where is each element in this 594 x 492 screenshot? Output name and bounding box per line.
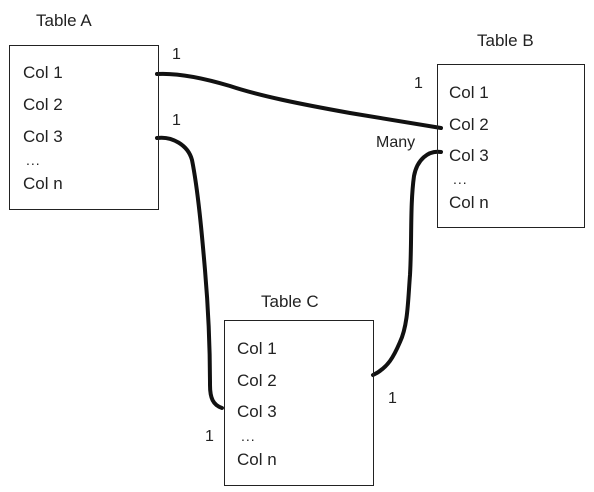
table-b-col-ellipsis: ... bbox=[453, 171, 468, 187]
table-b-col-3: Col 3 bbox=[449, 146, 489, 165]
table-a-col-ellipsis: ... bbox=[26, 152, 41, 168]
table-c-col-2: Col 2 bbox=[237, 371, 277, 390]
table-b: Col 1 Col 2 Col 3 ... Col n bbox=[437, 64, 585, 228]
table-c-col-3: Col 3 bbox=[237, 402, 277, 421]
table-c-col-1: Col 1 bbox=[237, 339, 277, 358]
table-c-col-ellipsis: ... bbox=[241, 428, 256, 444]
cardinality-a-col3: 1 bbox=[172, 112, 181, 129]
table-b-col-2: Col 2 bbox=[449, 115, 489, 134]
cardinality-c-col3-right: 1 bbox=[388, 390, 397, 407]
table-c-title: Table C bbox=[261, 292, 319, 311]
table-a-col-2: Col 2 bbox=[23, 95, 63, 114]
relationship-line-a-col3-to-c-col3 bbox=[155, 135, 224, 410]
table-b-title: Table B bbox=[477, 31, 534, 50]
table-a-col-3: Col 3 bbox=[23, 127, 63, 146]
table-b-col-1: Col 1 bbox=[449, 83, 489, 102]
table-a: Col 1 Col 2 Col 3 ... Col n bbox=[9, 45, 159, 210]
table-a-col-n: Col n bbox=[23, 174, 63, 193]
table-a-col-1: Col 1 bbox=[23, 63, 63, 82]
table-b-col-n: Col n bbox=[449, 193, 489, 212]
cardinality-c-col3-left: 1 bbox=[205, 428, 214, 445]
cardinality-b-col2: 1 bbox=[414, 75, 423, 92]
cardinality-b-col3-many: Many bbox=[376, 134, 416, 151]
cardinality-a-col1: 1 bbox=[172, 46, 181, 63]
table-a-title: Table A bbox=[36, 11, 92, 30]
table-c: Col 1 Col 2 Col 3 ... Col n bbox=[224, 320, 374, 486]
relationship-line-a-col1-to-b-col2 bbox=[155, 71, 443, 130]
relationship-line-c-col3-to-b-col3 bbox=[371, 149, 443, 377]
table-c-col-n: Col n bbox=[237, 450, 277, 469]
